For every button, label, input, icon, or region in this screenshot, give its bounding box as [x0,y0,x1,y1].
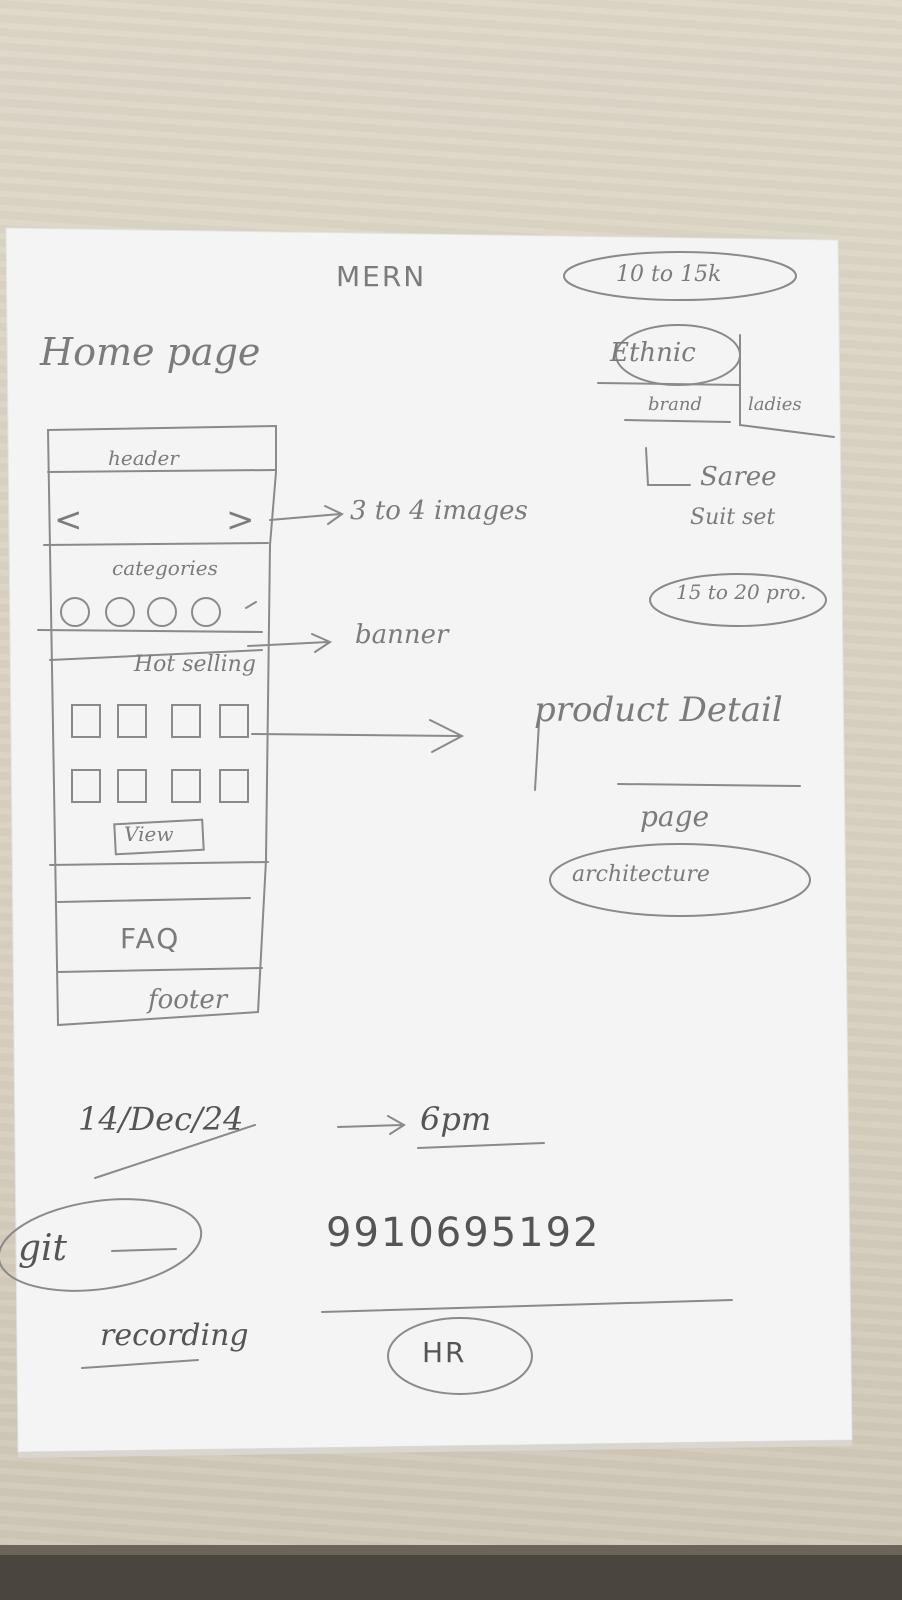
recording-underline [81,1359,199,1369]
price-oval [563,251,797,301]
date-note: 14/Dec/24 [78,1100,244,1138]
product-box [71,769,101,803]
hr-oval [387,1317,533,1395]
brand-underline [624,419,731,423]
ladies-bracket [739,334,835,438]
saree-note: Saree [700,462,777,492]
faq-label: FAQ [120,922,181,955]
price-range-note: 10 to 15k [616,262,722,287]
products-oval [649,573,827,627]
categories-label: categories [112,556,218,580]
project-title: MERN [336,260,427,293]
product-box [219,769,249,803]
banner-divider [49,649,263,661]
slider-divider [43,542,269,546]
header-divider [47,469,277,473]
banner-note: banner [355,620,449,650]
product-box [219,704,249,738]
faq-top [57,897,251,903]
phone-outline [46,424,277,1027]
wireframe-sketch [0,251,835,1395]
product-box [117,769,147,803]
phone-note: 9910695192 [326,1210,601,1256]
desk-edge [0,1545,902,1555]
paper-shadow [18,1440,852,1458]
brand-note: brand [648,394,702,415]
saree-hook [645,447,691,486]
product-box [171,769,201,803]
suit-set-note: Suit set [690,505,776,530]
section-divider [49,861,269,866]
phone-underline [321,1299,733,1313]
categories-divider [37,629,263,633]
time-underline [417,1142,545,1149]
product-detail-note: product Detail [534,690,783,730]
time-note: 6pm [420,1100,492,1138]
product-box [71,704,101,738]
products-range-note: 15 to 20 pro. [676,580,807,604]
page-label: page [640,800,710,833]
product-p-stem [534,705,541,791]
date-underline [94,1124,256,1179]
hot-selling-label: Hot selling [134,652,256,677]
arrow-to-product-detail [251,719,465,753]
carousel-right-arrow: > [226,500,255,540]
category-circle [105,597,135,627]
recording-note: recording [100,1318,249,1353]
git-note: git [18,1228,68,1269]
view-button-outline [113,818,205,856]
git-dash [111,1248,177,1252]
page-heading: Home page [40,330,261,374]
view-button: View [124,822,174,846]
floor [0,1555,902,1600]
category-circle [147,597,177,627]
carousel-left-arrow: < [54,500,83,540]
faq-bottom [57,967,263,973]
architecture-note: architecture [572,862,710,887]
product-underline [617,783,801,787]
category-extra-mark [245,601,257,609]
hr-note: HR [422,1336,467,1369]
ladies-note: ladies [748,394,802,415]
wireframe-header-label: header [108,446,179,470]
product-box [171,704,201,738]
arrow-to-images [269,505,344,525]
footer-label: footer [148,985,228,1015]
git-oval [0,1198,203,1292]
category-circle [60,597,90,627]
slider-note: 3 to 4 images [350,496,528,526]
product-box [117,704,147,738]
architecture-oval [549,843,811,917]
arrow-to-time [337,1115,406,1135]
ethnic-underline [597,382,741,386]
category-circle [191,597,221,627]
ethnic-note: Ethnic [610,338,696,368]
arrow-to-banner [247,633,333,653]
